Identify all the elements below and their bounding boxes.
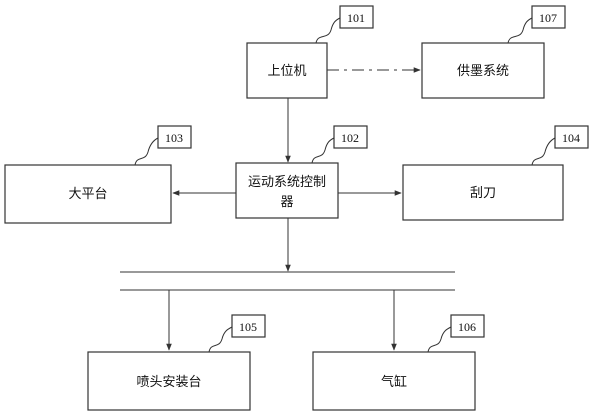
node-scraper-label: 刮刀: [470, 186, 496, 201]
ref-106: 106: [427, 314, 485, 353]
ref-105-text: 105: [239, 320, 257, 334]
ref-101: 101: [315, 5, 374, 44]
node-motion-controller-label-1: 运动系统控制: [248, 175, 326, 190]
node-cylinder-label: 气缸: [381, 374, 407, 390]
ref-102: 102: [311, 125, 368, 164]
ref-103: 103: [134, 125, 192, 166]
node-scraper: 刮刀: [402, 164, 564, 221]
ref-106-text: 106: [458, 320, 476, 334]
ref-107: 107: [507, 5, 566, 44]
node-nozzle-mount-label: 喷头安装台: [136, 375, 201, 390]
ref-102-text: 102: [341, 131, 359, 145]
node-motion-controller-label-2: 器: [280, 195, 293, 210]
node-big-platform-label: 大平台: [68, 187, 107, 202]
node-upper-computer: 上位机: [246, 42, 328, 99]
node-motion-controller: 运动系统控制 器: [235, 162, 339, 219]
node-nozzle-mount: 喷头安装台: [87, 351, 251, 411]
ref-101-text: 101: [347, 11, 365, 25]
ref-107-text: 107: [539, 11, 557, 25]
node-cylinder: 气缸: [312, 351, 476, 411]
ref-103-text: 103: [165, 131, 183, 145]
node-big-platform: 大平台: [4, 164, 172, 224]
ref-105: 105: [208, 314, 266, 353]
node-ink-supply-label: 供墨系统: [457, 64, 509, 79]
node-upper-computer-label: 上位机: [267, 64, 306, 79]
node-ink-supply: 供墨系统: [421, 42, 545, 99]
ref-104-text: 104: [562, 131, 580, 145]
ref-104: 104: [531, 125, 589, 166]
